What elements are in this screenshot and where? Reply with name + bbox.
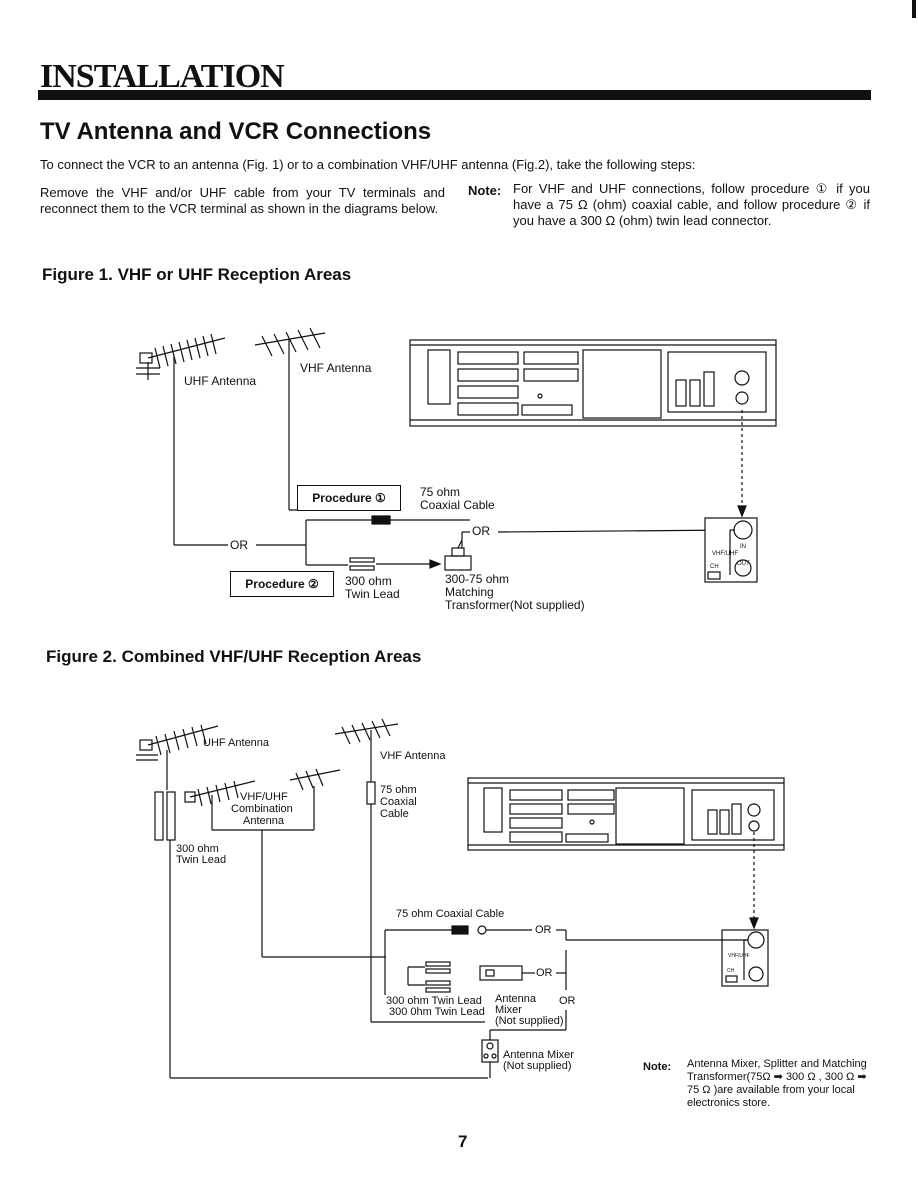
remove-instructions: Remove the VHF and/or UHF cable from you…: [40, 185, 445, 216]
fig1-twin-label-2: Twin Lead: [345, 587, 400, 601]
fig2-twin-lead-a: 300 ohm Twin Lead: [386, 995, 482, 1007]
fig1-transformer-label-3: Transformer(Not supplied): [445, 598, 585, 612]
fig2-combo-label-1: VHF/UHF: [240, 791, 288, 803]
fig2-combo-label-3: Antenna: [243, 815, 284, 827]
fig2-mixer-label-2: Mixer: [495, 1004, 522, 1016]
page-number: 7: [458, 1132, 468, 1151]
fig2-vhf-antenna-label: VHF Antenna: [380, 750, 446, 762]
fig1-transformer-label-1: 300-75 ohm: [445, 572, 510, 586]
bottom-note-text: Antenna Mixer, Splitter and Matching Tra…: [687, 1058, 867, 1109]
fig2-coax-label-1: 75 ohm: [380, 784, 417, 796]
uhf-antenna-icon: [136, 724, 219, 790]
fig2-or-mid: OR: [536, 967, 553, 979]
fig1-uhf-antenna-label: UHF Antenna: [184, 374, 257, 388]
fig2-coax-label-3: Cable: [380, 808, 409, 820]
fig1-jack-ch: CH: [710, 564, 719, 570]
bottom-note-label: Note:: [643, 1061, 672, 1073]
corner-mark: [912, 0, 916, 18]
fig2-mixer2-label-1: Antenna Mixer: [503, 1049, 574, 1061]
intro-text: To connect the VCR to an antenna (Fig. 1…: [40, 157, 696, 172]
fig2-uhf-antenna-label: UHF Antenna: [203, 737, 270, 749]
fig1-coax-label-2: Coaxial Cable: [420, 498, 495, 512]
fig2-twin-label-1: 300 ohm: [176, 843, 219, 855]
fig2-combo-label-2: Combination: [231, 803, 293, 815]
page-title: TV Antenna and VCR Connections: [40, 118, 432, 145]
fig2-coax-cable-label: 75 ohm Coaxial Cable: [396, 908, 505, 920]
fig1-or-left: OR: [230, 538, 248, 552]
fig1-coax-label-1: 75 ohm: [420, 485, 461, 499]
fig1-jack-in: IN: [740, 544, 746, 550]
vcr-back-panel-2: [467, 777, 785, 851]
vcr-back-panel-1: [409, 339, 777, 427]
fig2-mixer-label-1: Antenna: [495, 993, 536, 1005]
figure1-heading: Figure 1. VHF or UHF Reception Areas: [42, 265, 352, 284]
fig1-twin-label-1: 300 ohm: [345, 574, 392, 588]
fig1-vhf-antenna-label: VHF Antenna: [300, 361, 372, 375]
note-text: For VHF and UHF connections, follow proc…: [513, 181, 870, 228]
fig1-jack-vhfuhf: VHF/UHF: [712, 551, 738, 557]
fig2-jack-vhfuhf: VHF/UHF: [728, 953, 750, 959]
fig2-coax-label-2: Coaxial: [380, 796, 417, 808]
procedure1-box: Procedure ①: [297, 485, 401, 511]
fig1-transformer-label-2: Matching: [445, 585, 494, 599]
fig2-twin-lead-b: 300 0hm Twin Lead: [389, 1006, 485, 1018]
figure2-heading: Figure 2. Combined VHF/UHF Reception Are…: [46, 647, 422, 666]
title-rule: [38, 90, 871, 100]
fig2-jack-ch: CH: [727, 968, 735, 974]
fig2-twin-label-2: Twin Lead: [176, 854, 227, 866]
fig2-or-right: OR: [559, 995, 576, 1007]
fig2-mixer2-label-2: (Not supplied): [503, 1060, 572, 1072]
fig1-jack-out: OUT: [737, 561, 750, 567]
vhf-antenna-icon: [334, 718, 485, 1023]
uhf-antenna-icon: [136, 333, 226, 545]
fig1-or-mid: OR: [472, 524, 490, 538]
note-label: Note:: [468, 183, 502, 198]
vhf-antenna-icon: [254, 327, 380, 511]
fig2-or-top: OR: [535, 924, 552, 936]
section-title: INSTALLATION: [40, 58, 285, 95]
procedure2-box: Procedure ②: [230, 571, 334, 597]
fig2-mixer-label-3: (Not supplied): [495, 1015, 564, 1027]
